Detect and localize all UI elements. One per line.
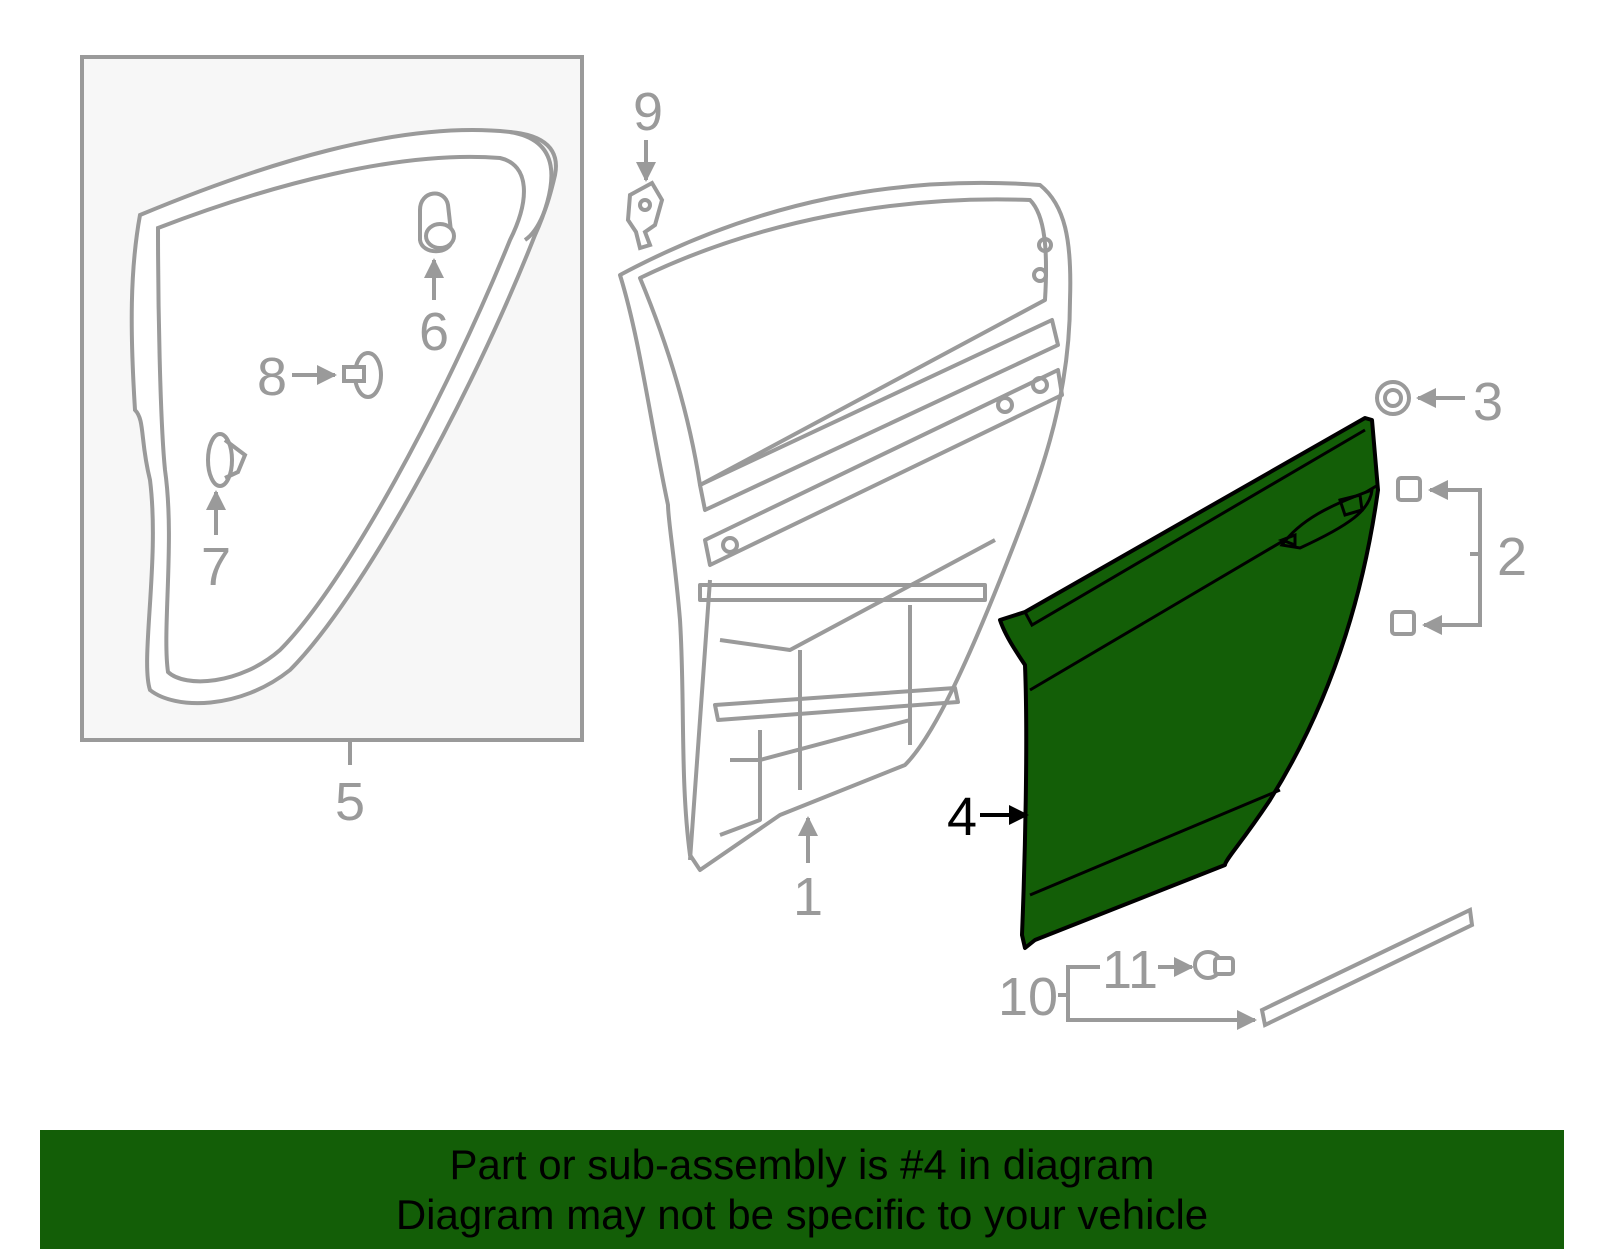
callout-5: 5 [335,772,365,832]
callout-8: 8 [257,347,287,407]
outer-door-panel [998,416,1380,950]
callout-2: 2 [1497,527,1527,587]
callout-11: 11 [1102,940,1158,1000]
callout-1: 1 [793,867,823,927]
callout-10: 10 [998,967,1058,1027]
callout-9: 9 [633,82,663,142]
molding-clip-icon [1193,950,1235,980]
callout-3: 3 [1473,372,1503,432]
callout-4: 4 [947,787,977,847]
bracket-icon [625,180,665,251]
clip-icon [418,191,456,254]
banner-line-1: Part or sub-assembly is #4 in diagram [449,1141,1155,1188]
grommet-icon [206,432,248,488]
door-shell [618,180,1073,872]
callout-7: 7 [201,537,231,597]
info-banner: Part or sub-assembly is #4 in diagram Di… [40,1130,1564,1249]
clip-icon [1390,476,1422,636]
callout-6: 6 [419,302,449,362]
banner-line-2: Diagram may not be specific to your vehi… [395,1191,1209,1238]
nut-icon [1375,380,1411,416]
pin-icon [342,351,383,399]
weatherstrip-kit-panel [80,55,584,742]
molding-strip [1259,907,1475,1028]
